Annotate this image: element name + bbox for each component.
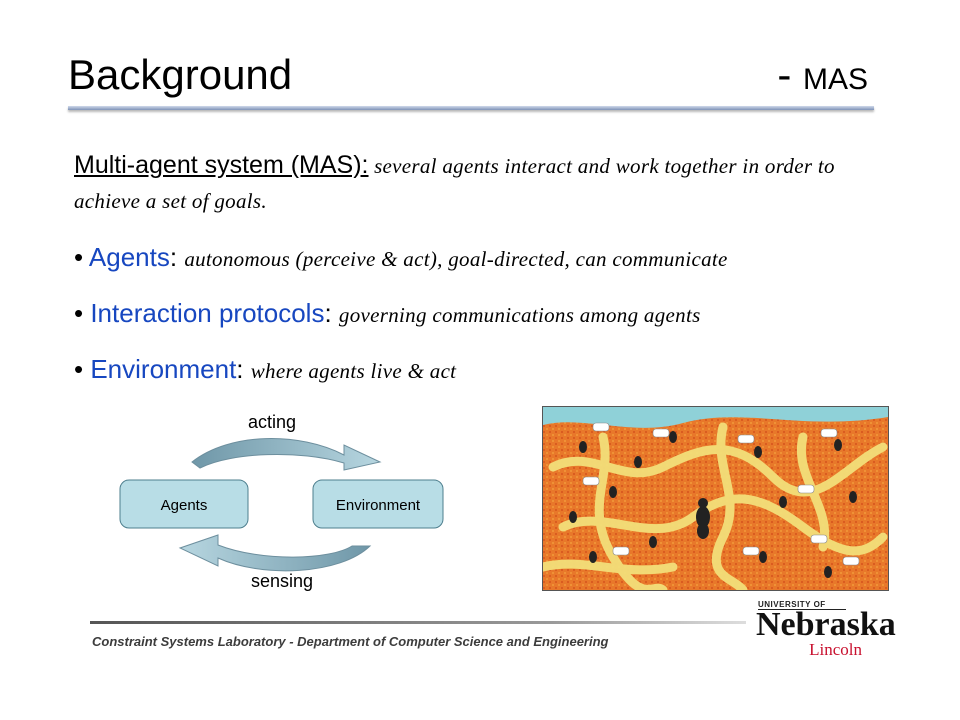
bullet-description: where agents live & act bbox=[250, 359, 457, 383]
environment-node bbox=[312, 479, 444, 529]
university-logo: UNIVERSITY OF Nebraska Lincoln bbox=[752, 600, 896, 660]
logo-city: Lincoln bbox=[809, 640, 862, 659]
title-main: Background bbox=[68, 51, 293, 98]
speech-bubble-icons bbox=[582, 422, 860, 566]
title-suffix: - MAS bbox=[777, 50, 868, 105]
bullet-label: Interaction protocols bbox=[90, 298, 325, 328]
acting-arrow bbox=[191, 438, 382, 471]
bullet-label: Environment bbox=[90, 354, 237, 384]
bullet-label: Agents bbox=[88, 242, 170, 272]
bullet-marker: • bbox=[74, 354, 91, 384]
environment-node-label: Environment bbox=[336, 497, 421, 514]
title-divider bbox=[68, 106, 874, 110]
bullet-description: governing communications among agents bbox=[338, 303, 701, 327]
definition-term: Multi-agent system (MAS): bbox=[74, 151, 369, 179]
slide-title: Background - MAS bbox=[68, 48, 868, 104]
bullet-colon: : bbox=[324, 298, 339, 328]
ant-colony-simulation-image bbox=[542, 406, 889, 591]
bullet-marker: • bbox=[74, 242, 89, 272]
acting-label: acting bbox=[248, 412, 296, 432]
bullet-colon: : bbox=[236, 354, 251, 384]
ant-colony-illustration bbox=[543, 407, 888, 590]
bullet-agents: • Agents: autonomous (perceive & act), g… bbox=[74, 240, 728, 276]
bullet-marker: • bbox=[74, 298, 91, 328]
bullet-description: autonomous (perceive & act), goal-direct… bbox=[184, 247, 728, 271]
agents-node bbox=[119, 479, 249, 529]
logo-university: UNIVERSITY OF bbox=[758, 600, 846, 610]
title-dash: - bbox=[777, 51, 803, 98]
logo-name: Nebraska bbox=[756, 606, 896, 643]
bullet-environment: • Environment: where agents live & act bbox=[74, 352, 456, 388]
footer-text: Constraint Systems Laboratory - Departme… bbox=[92, 634, 609, 649]
sensing-label: sensing bbox=[251, 571, 313, 591]
mas-definition: Multi-agent system (MAS): several agents… bbox=[74, 148, 894, 218]
definition-text: several agents interact and work togethe… bbox=[74, 154, 835, 213]
title-mas: MAS bbox=[802, 63, 868, 96]
footer-divider bbox=[90, 621, 746, 624]
bullet-colon: : bbox=[169, 242, 185, 272]
agents-node-label: Agents bbox=[161, 497, 208, 514]
sensing-arrow bbox=[178, 534, 372, 572]
ant-icons bbox=[569, 431, 857, 578]
bullet-interaction-protocols: • Interaction protocols: governing commu… bbox=[74, 296, 701, 332]
